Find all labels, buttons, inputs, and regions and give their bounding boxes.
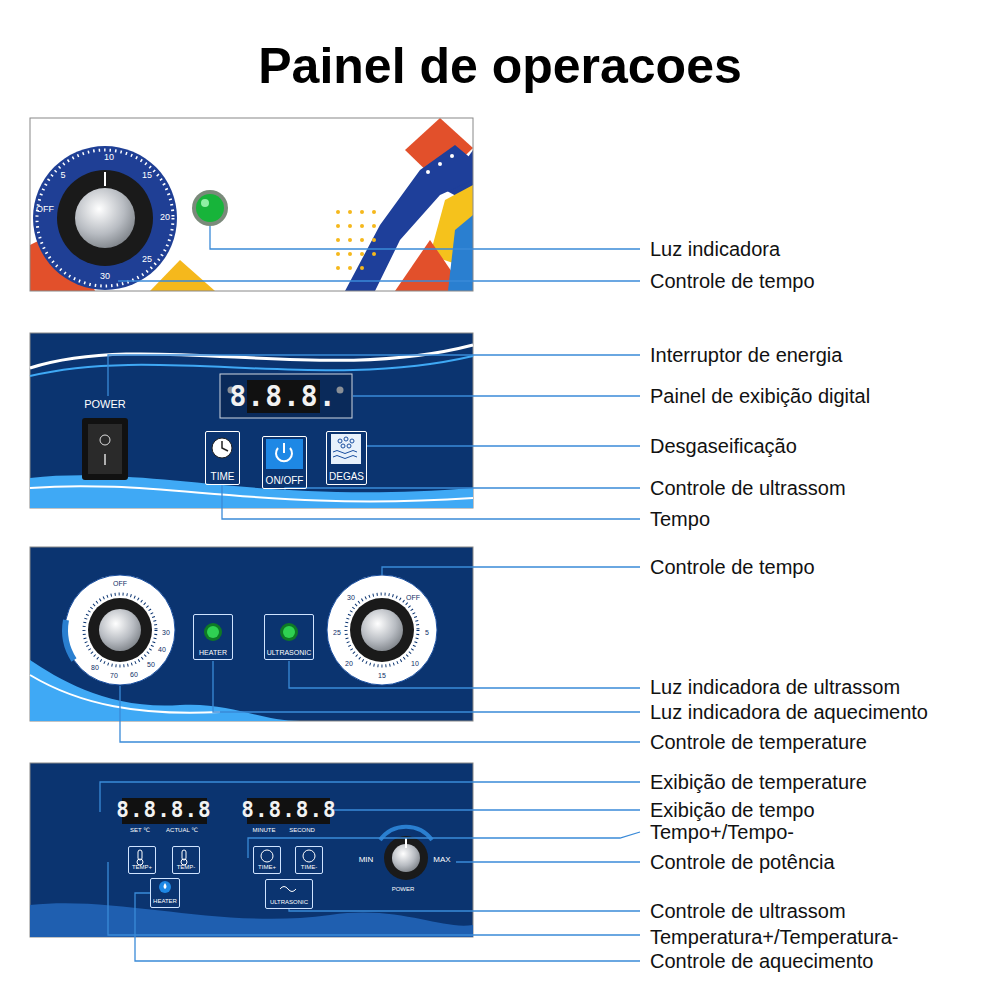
button-label: TIME+: [258, 864, 276, 871]
panel-marking: ACTUAL ℃: [166, 827, 198, 834]
panel-button: TIME-: [295, 846, 323, 874]
panel-marking: POWER: [392, 886, 415, 893]
panel-marking: 30: [162, 629, 170, 637]
panel-marking: OFF: [406, 594, 420, 602]
button-label: HEATER: [153, 898, 177, 905]
panel-marking: OFF: [113, 580, 127, 588]
title: Painel de operacoes: [258, 39, 742, 94]
panel-marking: 25: [333, 629, 341, 637]
panel-button: TEMP-: [172, 846, 200, 874]
digital-readout: 8.8.8.: [229, 382, 336, 413]
button-label: ULTRASONIC: [267, 649, 312, 657]
callout-label: Tempo: [650, 508, 710, 530]
button-label: TIME: [211, 471, 235, 482]
panel-marking: 10: [411, 660, 419, 668]
panel-marking: 30: [347, 594, 355, 602]
callout-label: Painel de exibição digital: [650, 385, 870, 407]
callout-label: Temperatura+/Temperatura-: [650, 926, 898, 948]
callout-label: Controle de tempo: [650, 556, 815, 578]
callout-label: Exibição de tempo: [650, 799, 815, 821]
panel-button: ULTRASONIC: [265, 879, 313, 909]
panel-marking: 50: [147, 661, 155, 669]
button-label: TIME-: [301, 864, 317, 871]
panel-marking: MAX: [433, 856, 450, 865]
panel-marking: 10: [104, 153, 114, 163]
panel-marking: SET ℃: [130, 827, 150, 834]
panel-button: ULTRASONIC: [264, 614, 315, 660]
button-label: POWER: [84, 398, 126, 410]
timer-panel: [30, 118, 473, 291]
digital-readout: 8.8.8.8: [241, 799, 337, 822]
panel-marking: 15: [142, 171, 152, 181]
panel-marking: 5: [60, 171, 65, 181]
panel-button: TIME: [205, 431, 240, 485]
panel-marking: MINUTE: [253, 827, 276, 834]
panel-button: DEGAS: [326, 431, 367, 485]
panel-marking: 30: [100, 272, 110, 282]
callout-label: Controle de temperature: [650, 731, 867, 753]
callout-label: Controle de ultrassom: [650, 900, 846, 922]
callout-label: Controle de ultrassom: [650, 477, 846, 499]
panel-marking: SECOND: [289, 827, 315, 834]
callout-label: Exibição de temperature: [650, 771, 867, 793]
panel-marking: 20: [160, 213, 170, 223]
button-label: HEATER: [199, 649, 227, 657]
panel-marking: 40: [158, 646, 166, 654]
callout-label: Luz indicadora de aquecimento: [650, 701, 928, 723]
callout-label: Controle de potência: [650, 851, 835, 873]
panel-button: HEATER: [150, 878, 180, 908]
panel-marking: 25: [142, 255, 152, 265]
panel-marking: 60: [130, 671, 138, 679]
panel-button: POWER: [74, 397, 136, 489]
panel-marking: 20: [345, 660, 353, 668]
callout-label: Desgaseificação: [650, 435, 797, 457]
digital-panel: [30, 333, 473, 508]
panel-marking: 70: [110, 672, 118, 680]
callout-label: Tempo+/Tempo-: [650, 821, 794, 843]
panel-button: HEATER: [193, 614, 233, 660]
panel-marking: 15: [378, 672, 386, 680]
callout-label: Interruptor de energia: [650, 344, 842, 366]
callout-label: Controle de tempo: [650, 270, 815, 292]
panel-marking: MIN: [359, 856, 374, 865]
button-label: ULTRASONIC: [270, 899, 308, 906]
callout-label: Luz indicadora: [650, 238, 780, 260]
digital-readout: 8.8.8.8: [116, 799, 212, 822]
leader-lines: [100, 226, 640, 961]
dial-panel: [30, 547, 473, 721]
callout-label: Luz indicadora de ultrassom: [650, 676, 900, 698]
callout-label: Controle de aquecimento: [650, 950, 873, 972]
panel-marking: 80: [91, 664, 99, 672]
button-label: TEMP-: [177, 864, 196, 871]
panel-marking: 5: [425, 629, 429, 637]
button-label: DEGAS: [329, 471, 364, 482]
button-label: ON/OFF: [266, 475, 304, 486]
button-label: TEMP+: [132, 864, 152, 871]
panel-button: TIME+: [253, 846, 281, 874]
panel-button: TEMP+: [128, 846, 156, 874]
panel-marking: OFF: [36, 205, 54, 215]
panel-button: ON/OFF: [262, 436, 307, 489]
